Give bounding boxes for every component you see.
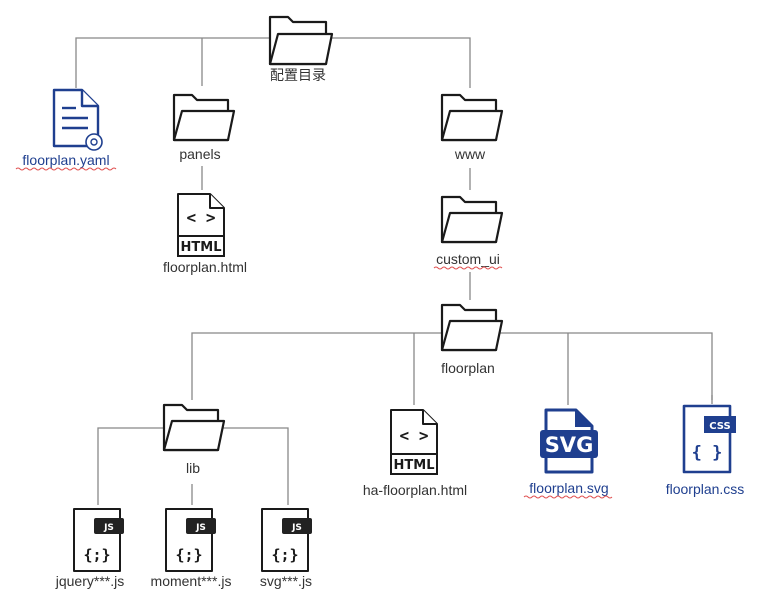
- js-file-icon: JS {;}: [73, 508, 124, 572]
- svg-file-icon: SVG: [540, 408, 598, 474]
- svgjs-label: svg***.js: [260, 573, 312, 589]
- panels-html-glyph: < >: [187, 208, 216, 227]
- ha-html-label: ha-floorplan.html: [363, 482, 467, 498]
- www-folder-label: www: [454, 146, 486, 162]
- js-file-icon: JS {;}: [261, 508, 312, 572]
- ha-html-file[interactable]: < > HTML: [390, 409, 438, 475]
- www-folder[interactable]: [440, 93, 504, 142]
- svgjs-glyph: {;}: [271, 546, 298, 564]
- css-file-icon: CSS { }: [682, 404, 736, 474]
- lib-folder-label: lib: [186, 460, 200, 476]
- yaml-file-label: floorplan.yaml: [22, 152, 109, 168]
- floorplan-folder[interactable]: [440, 303, 504, 352]
- yaml-file[interactable]: [52, 88, 103, 151]
- svg-file-label: floorplan.svg: [529, 480, 608, 496]
- svgjs-badge: JS: [291, 523, 302, 533]
- svg-spell-underline: [523, 495, 613, 499]
- css-file-label: floorplan.css: [666, 481, 745, 497]
- lib-folder[interactable]: [162, 403, 226, 452]
- moment-js-file[interactable]: JS {;}: [165, 508, 216, 572]
- folder-icon: [162, 403, 226, 452]
- folder-icon: [172, 93, 236, 142]
- panels-html-badge: HTML: [181, 240, 222, 255]
- config-file-icon: [52, 88, 103, 151]
- jquery-js-file[interactable]: JS {;}: [73, 508, 124, 572]
- floorplan-folder-label: floorplan: [441, 360, 495, 376]
- yaml-spell-underline: [15, 167, 117, 171]
- folder-icon: [440, 195, 504, 244]
- folder-icon: [440, 303, 504, 352]
- panels-folder[interactable]: [172, 93, 236, 142]
- moment-js-label: moment***.js: [151, 573, 232, 589]
- custom-ui-spell-underline: [433, 266, 503, 270]
- root-folder-label: 配置目录: [270, 67, 326, 83]
- jquery-js-glyph: {;}: [83, 546, 110, 564]
- svg-file-badge: SVG: [545, 433, 594, 457]
- folder-icon: [268, 15, 334, 66]
- root-folder[interactable]: [268, 15, 334, 66]
- panels-html-label: floorplan.html: [163, 259, 247, 275]
- html-file-icon: < > HTML: [390, 409, 438, 475]
- css-file[interactable]: CSS { }: [682, 404, 736, 474]
- svgjs-file[interactable]: JS {;}: [261, 508, 312, 572]
- panels-html-file[interactable]: < > HTML: [177, 193, 225, 257]
- custom-ui-folder[interactable]: [440, 195, 504, 244]
- css-file-badge: CSS: [709, 421, 730, 432]
- moment-js-badge: JS: [195, 523, 206, 533]
- custom-ui-folder-label: custom_ui: [436, 251, 500, 267]
- folder-icon: [440, 93, 504, 142]
- ha-html-glyph: < >: [400, 426, 429, 445]
- moment-js-glyph: {;}: [175, 546, 202, 564]
- ha-html-badge: HTML: [394, 458, 435, 473]
- js-file-icon: JS {;}: [165, 508, 216, 572]
- jquery-js-badge: JS: [103, 523, 114, 533]
- css-file-glyph: { }: [692, 443, 723, 463]
- jquery-js-label: jquery***.js: [55, 573, 124, 589]
- svg-file[interactable]: SVG: [540, 408, 598, 474]
- html-file-icon: < > HTML: [177, 193, 225, 257]
- panels-folder-label: panels: [179, 146, 220, 162]
